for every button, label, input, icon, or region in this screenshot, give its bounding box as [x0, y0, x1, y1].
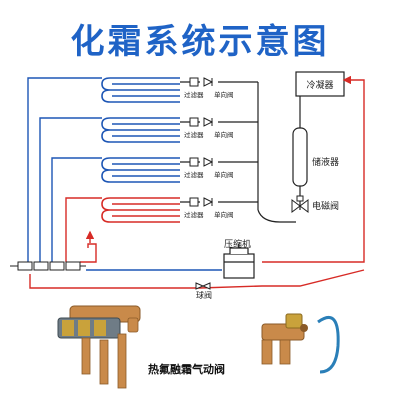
branch-labels: 过滤器 单向阀 过滤器 单向阀 过滤器 单向阀 过滤器 单向阀: [184, 90, 234, 219]
pneumatic-valve-photo: [261, 313, 340, 374]
check-valve-label: 单向阀: [214, 130, 234, 139]
evaporator-coil-1: [101, 77, 180, 103]
solenoid-valve: [291, 195, 309, 213]
hot-gas-line-defrost: [65, 197, 102, 262]
filter-label: 过滤器: [184, 210, 204, 219]
condenser-label: 冷凝器: [306, 79, 333, 91]
suction-lines: [27, 77, 102, 262]
evaporator-coil-2: [101, 117, 180, 143]
evaporator-coil-4-defrost: [101, 197, 180, 223]
diagram-title: 化霜系统示意图: [70, 22, 330, 62]
filter-label: 过滤器: [184, 170, 204, 179]
discharge-line: [29, 80, 365, 289]
compressor-label: 压缩机: [224, 238, 251, 250]
ball-valve-label: 球阀: [196, 290, 212, 300]
compressor: [223, 244, 255, 279]
check-valve-label: 单向阀: [214, 170, 234, 179]
check-valve-label: 单向阀: [214, 210, 234, 219]
evaporator-coil-3: [101, 157, 180, 183]
branch-valves: [189, 77, 214, 207]
solenoid-valve-label: 电磁阀: [312, 200, 339, 212]
receiver-label: 储液器: [312, 156, 339, 168]
check-valve-label: 单向阀: [214, 90, 234, 99]
filter-label: 过滤器: [184, 130, 204, 139]
valve-manifold: [10, 261, 86, 271]
ball-valve: [195, 282, 211, 290]
product-caption: 热氟融霜气动阀: [148, 362, 225, 376]
receiver-tank: [292, 127, 308, 187]
filter-label: 过滤器: [184, 90, 204, 99]
valve-assembly-photo: [57, 305, 141, 389]
